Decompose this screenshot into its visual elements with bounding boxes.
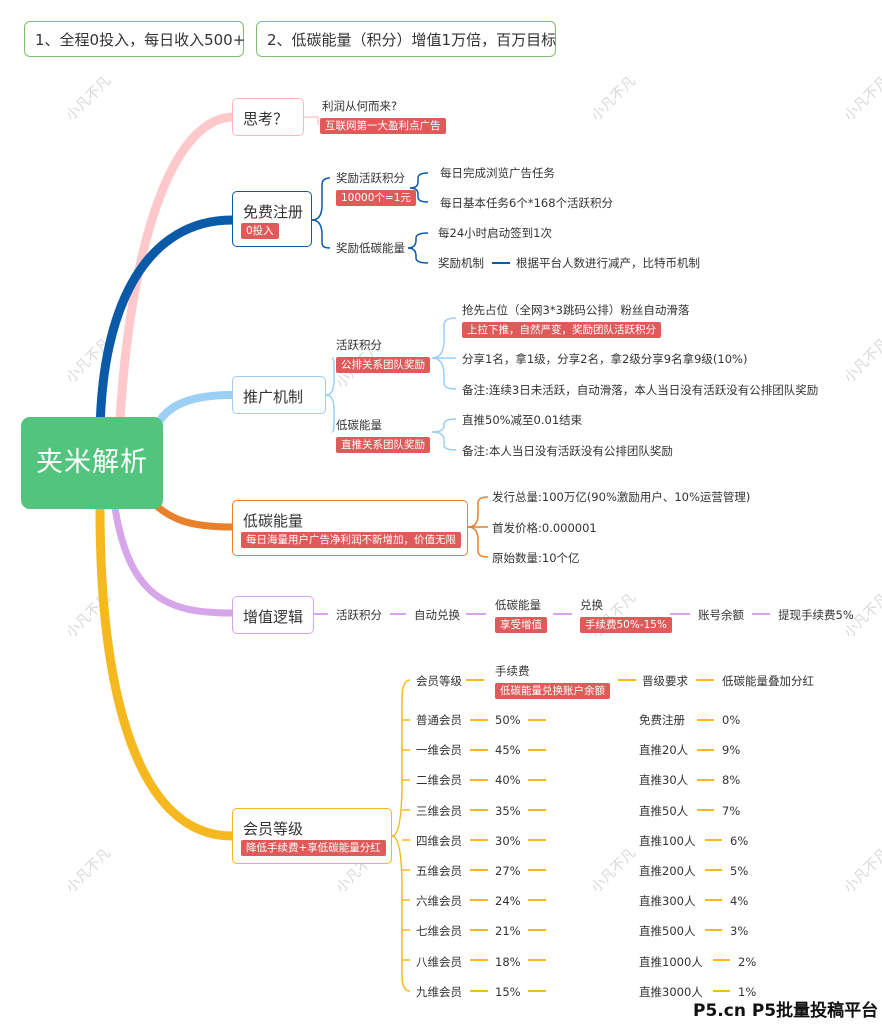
carbon-item: 原始数量:10个亿: [492, 551, 580, 565]
carbon-item: 首发价格:0.000001: [492, 521, 597, 535]
member-row-fee: 35%: [495, 803, 521, 818]
register-mechanism: 根据平台人数进行减产，比特币机制: [516, 256, 700, 270]
member-row-requirement: 免费注册: [639, 713, 685, 727]
member-row-fee: 15%: [495, 984, 521, 999]
value-chain-item: 提现手续费5%: [778, 608, 854, 622]
member-row-requirement: 直推1000人: [639, 954, 703, 969]
promo-b2-label: 低碳能量: [336, 418, 382, 432]
member-row-bonus: 7%: [722, 803, 741, 818]
think-tag: 互联网第一大盈利点广告: [320, 118, 446, 134]
member-row-level: 九维会员: [416, 984, 462, 999]
member-row-bonus: 6%: [730, 833, 749, 848]
member-header-fee-tag: 低碳能量兑换账户余额: [495, 683, 610, 699]
member-row-level: 八维会员: [416, 954, 462, 969]
promo-b1-item: 抢先占位（全网3*3跳码公排）粉丝自动滑落: [462, 303, 690, 317]
register-tag: 0投入: [241, 223, 279, 239]
value-chain-item: 账号余额: [698, 608, 744, 622]
value-tag-1: 享受增值: [495, 617, 547, 633]
carbon-tag: 每日海量用户广告净利润不新增加，价值无限: [241, 532, 461, 548]
member-row-bonus: 1%: [738, 984, 757, 999]
topic-carbon-label: 低碳能量: [243, 512, 304, 530]
member-header-bonus: 低碳能量叠加分红: [722, 674, 814, 688]
topic-carbon[interactable]: 低碳能量 每日海量用户广告净利润不新增加，价值无限: [232, 500, 468, 556]
member-row-bonus: 3%: [730, 924, 749, 939]
member-header-requirement: 晋级要求: [642, 674, 688, 688]
promo-b2-item: 直推50%减至0.01结束: [462, 413, 583, 427]
member-row-fee: 40%: [495, 773, 521, 788]
member-header-fee: 手续费: [495, 664, 530, 678]
promo-b1-tag: 公排关系团队奖励: [336, 357, 430, 373]
topic-register[interactable]: 免费注册 0投入: [232, 191, 312, 247]
member-row-requirement: 直推100人: [639, 833, 696, 848]
member-row-level: 五维会员: [416, 864, 462, 878]
value-tag-2: 手续费50%-15%: [580, 617, 672, 633]
member-row-level: 普通会员: [416, 713, 462, 727]
promo-b1-item: 备注:连续3日未活跃，自动滑落，本人当日没有活跃没有公排团队奖励: [462, 383, 819, 397]
member-row-requirement: 直推200人: [639, 864, 696, 878]
topic-promotion[interactable]: 推广机制: [232, 376, 326, 414]
register-b2-label: 奖励低碳能量: [336, 241, 405, 255]
topic-member-level-label: 会员等级: [243, 820, 304, 838]
topic-member-level[interactable]: 会员等级 降低手续费+享低碳能量分红: [232, 808, 392, 864]
register-b2-item: 每24小时启动签到1次: [438, 226, 552, 240]
member-row-bonus: 9%: [722, 743, 741, 758]
member-row-requirement: 直推500人: [639, 924, 696, 939]
topic-think-label: 思考？: [243, 110, 289, 128]
member-row-bonus: 2%: [738, 954, 757, 969]
member-row-requirement: 直推20人: [639, 743, 689, 758]
topic-promotion-label: 推广机制: [243, 388, 304, 406]
member-row-fee: 50%: [495, 713, 521, 727]
think-question: 利润从何而来?: [322, 99, 398, 113]
member-header-level: 会员等级: [416, 674, 462, 688]
top-note-1: 1、全程0投入，每日收入500+: [24, 21, 245, 57]
member-row-requirement: 直推30人: [639, 773, 689, 788]
footer-brand: P5.cn P5批量投稿平台: [693, 1001, 879, 1021]
value-chain-item: 活跃积分: [336, 608, 382, 622]
member-row-bonus: 5%: [730, 864, 749, 878]
member-row-fee: 27%: [495, 864, 521, 878]
topic-think[interactable]: 思考？: [232, 98, 304, 136]
member-row-level: 七维会员: [416, 924, 462, 939]
promo-b1-item-tag: 上拉下推，自然严变，奖励团队活跃积分: [462, 322, 661, 338]
member-row-bonus: 4%: [730, 894, 749, 909]
promo-b2-tag: 直推关系团队奖励: [336, 437, 430, 453]
topic-value-logic[interactable]: 增值逻辑: [232, 596, 314, 634]
member-row-level: 一维会员: [416, 743, 462, 758]
member-row-fee: 18%: [495, 954, 521, 969]
member-row-fee: 30%: [495, 833, 521, 848]
register-b1-item: 每日基本任务6个*168个活跃积分: [440, 196, 614, 210]
member-row-requirement: 直推300人: [639, 894, 696, 909]
member-row-level: 四维会员: [416, 833, 462, 848]
carbon-item: 发行总量:100万亿(90%激励用户、10%运营管理): [492, 490, 751, 504]
topic-register-label: 免费注册: [243, 203, 304, 221]
member-row-fee: 45%: [495, 743, 521, 758]
member-row-fee: 21%: [495, 924, 521, 939]
promo-b1-item: 分享1名，拿1级，分享2名，拿2级分享9名拿9级(10%): [462, 352, 748, 366]
member-row-fee: 24%: [495, 894, 521, 909]
member-row-requirement: 直推3000人: [639, 984, 703, 999]
member-row-level: 六维会员: [416, 894, 462, 909]
member-row-level: 三维会员: [416, 803, 462, 818]
promo-b2-item: 备注:本人当日没有活跃没有公排团队奖励: [462, 444, 673, 458]
register-b1-label: 奖励活跃积分: [336, 171, 405, 185]
register-b1-tag: 10000个=1元: [336, 190, 416, 206]
member-row-level: 二维会员: [416, 773, 462, 788]
topic-value-logic-label: 增值逻辑: [243, 608, 304, 626]
member-row-requirement: 直推50人: [639, 803, 689, 818]
top-note-2: 2、低碳能量（积分）增值1万倍，百万目标: [256, 21, 556, 57]
register-b2-item: 奖励机制: [438, 256, 484, 270]
value-chain-item: 自动兑换: [414, 608, 460, 622]
promo-b1-label: 活跃积分: [336, 338, 382, 352]
register-b1-item: 每日完成浏览广告任务: [440, 166, 555, 180]
value-chain-item: 低碳能量: [495, 598, 541, 612]
value-chain-item: 兑换: [580, 598, 603, 612]
root-topic[interactable]: 夹米解析: [21, 417, 163, 509]
member-row-bonus: 0%: [722, 713, 741, 727]
member-row-bonus: 8%: [722, 773, 741, 788]
member-tag: 降低手续费+享低碳能量分红: [241, 840, 386, 856]
